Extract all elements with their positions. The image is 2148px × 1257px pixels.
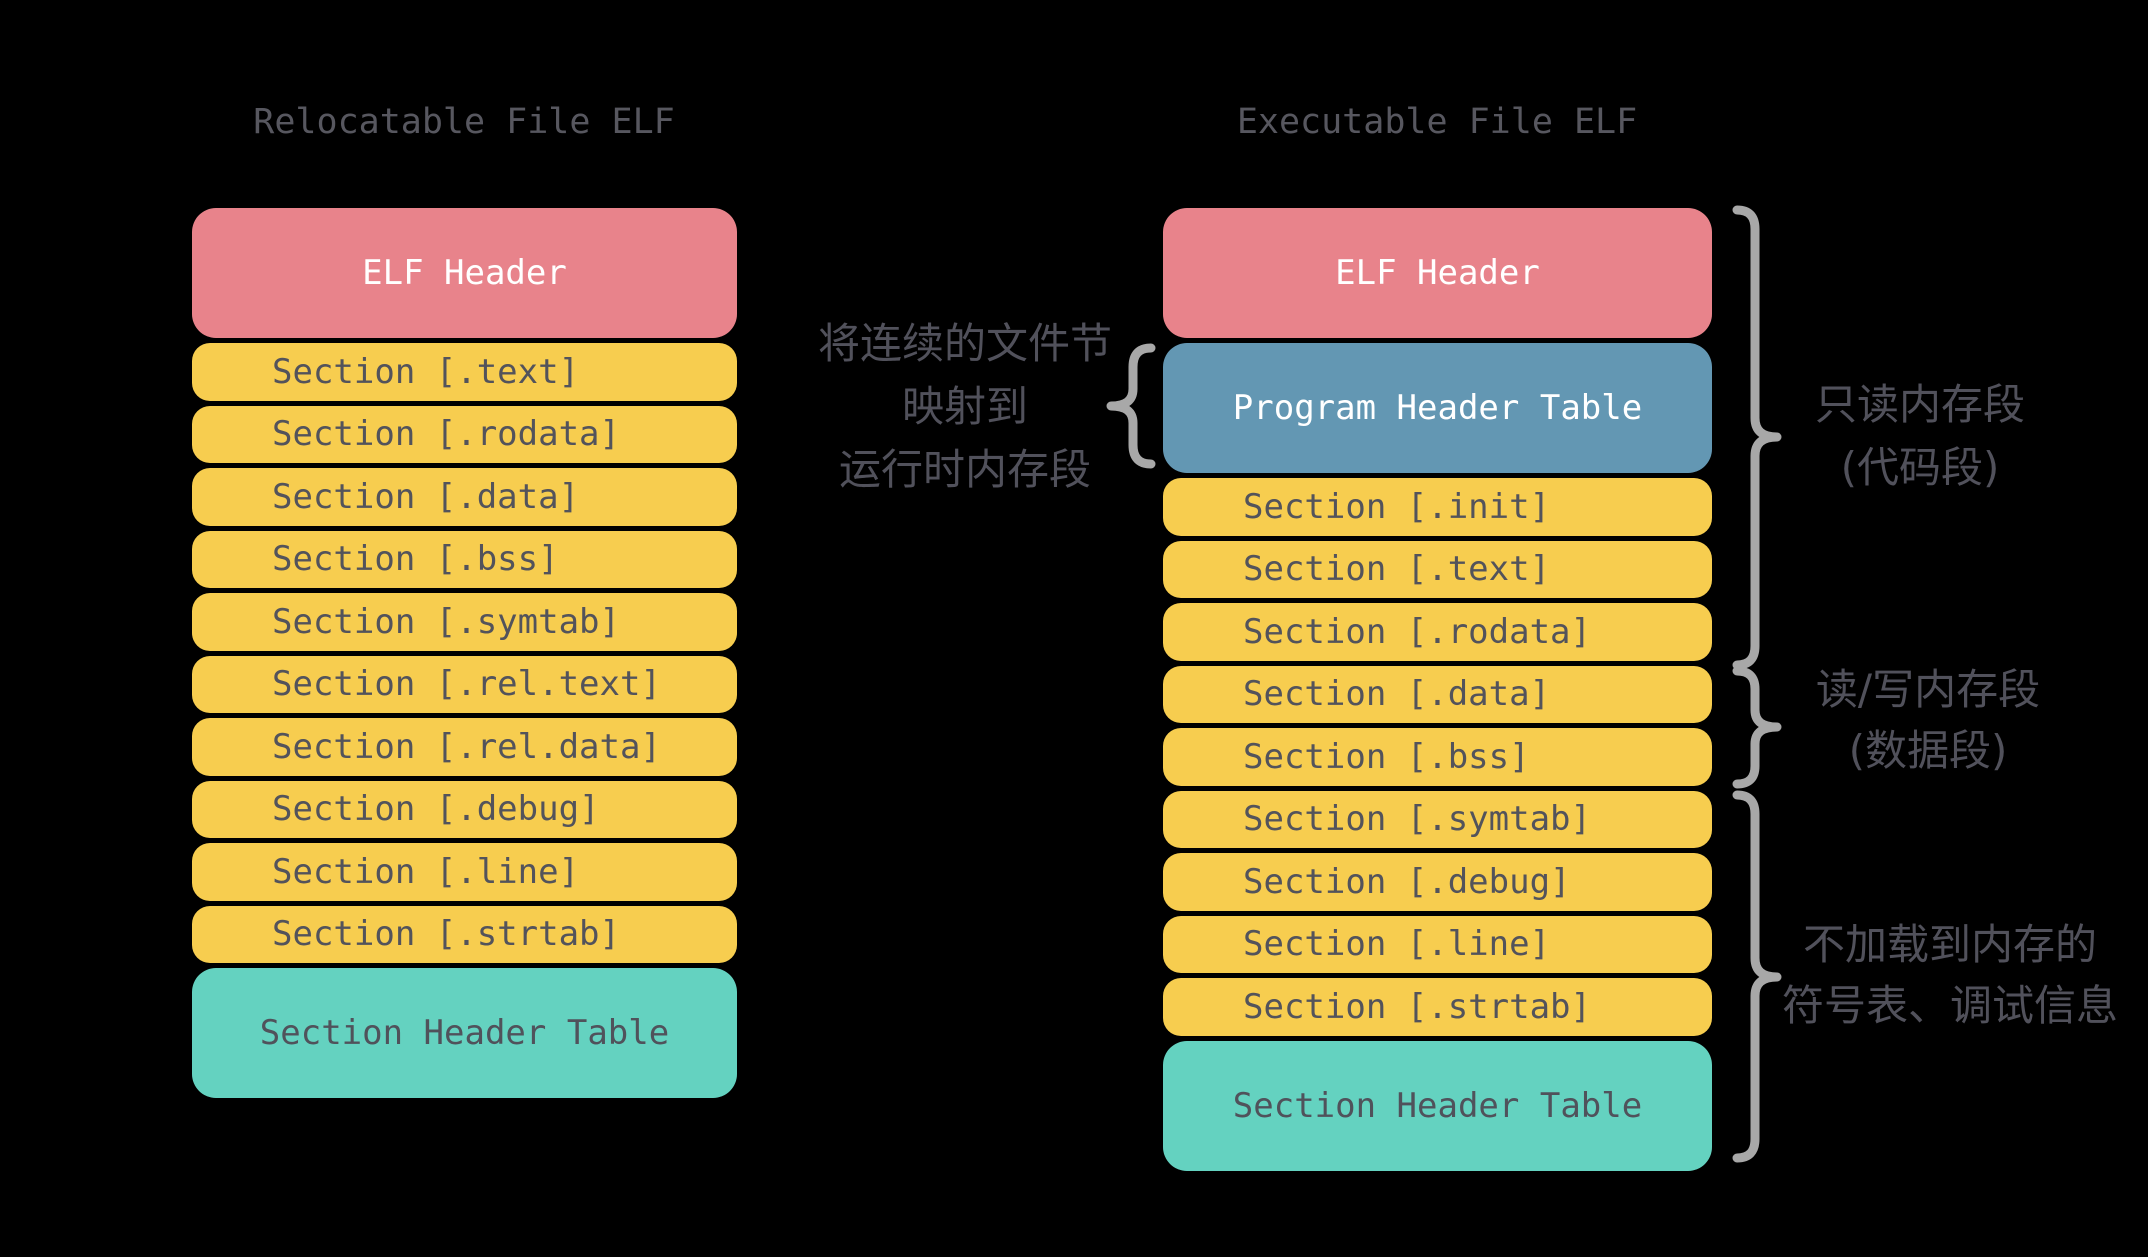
- section-init-box: Section [.init]: [1163, 478, 1712, 536]
- section-strtab-box: Section [.strtab]: [192, 905, 737, 963]
- executable-elf-column: ELF Header Program Header Table Section …: [1163, 208, 1712, 1171]
- mapping-annotation-line: 映射到: [901, 382, 1029, 431]
- noload-segment-label-line: 符号表、调试信息: [1781, 981, 2119, 1030]
- section-symtab-box: Section [.symtab]: [1163, 790, 1712, 848]
- readwrite-segment-label-line: 读/写内存段: [1815, 665, 2041, 714]
- section-bss-box: Section [.bss]: [1163, 728, 1712, 786]
- section-rel-data-box: Section [.rel.data]: [192, 718, 737, 776]
- left-diagram-title: Relocatable File ELF: [253, 102, 675, 142]
- mapping-annotation-line: 将连续的文件节: [817, 319, 1113, 368]
- noload-segment-brace-icon: [1732, 790, 1782, 1163]
- section-symtab-box: Section [.symtab]: [192, 593, 737, 651]
- section-debug-box: Section [.debug]: [1163, 853, 1712, 911]
- section-data-box: Section [.data]: [1163, 665, 1712, 723]
- section-bss-box: Section [.bss]: [192, 530, 737, 588]
- section-rodata-box: Section [.rodata]: [1163, 603, 1712, 661]
- right-diagram-title: Executable File ELF: [1236, 102, 1638, 142]
- section-rodata-box: Section [.rodata]: [192, 405, 737, 463]
- readonly-segment-label: 只读内存段 (代码段): [1815, 373, 2025, 499]
- mapping-annotation: 将连续的文件节 映射到 运行时内存段: [818, 312, 1112, 501]
- section-line-box: Section [.line]: [1163, 915, 1712, 973]
- section-header-table-box: Section Header Table: [1163, 1040, 1712, 1171]
- program-header-table-box: Program Header Table: [1163, 343, 1712, 473]
- section-text-box: Section [.text]: [192, 343, 737, 401]
- noload-segment-label: 不加载到内存的 符号表、调试信息: [1782, 914, 2118, 1036]
- mapping-brace-icon: [1106, 343, 1156, 469]
- noload-segment-label-line: 不加载到内存的: [1802, 920, 2098, 969]
- section-rel-text-box: Section [.rel.text]: [192, 655, 737, 713]
- relocatable-elf-column: ELF Header Section [.text] Section [.rod…: [192, 208, 737, 1098]
- elf-header-box: ELF Header: [192, 208, 737, 338]
- section-data-box: Section [.data]: [192, 468, 737, 526]
- readwrite-segment-label-line: (数据段): [1848, 726, 2008, 775]
- section-strtab-box: Section [.strtab]: [1163, 978, 1712, 1036]
- section-debug-box: Section [.debug]: [192, 780, 737, 838]
- readonly-segment-brace-icon: [1732, 205, 1782, 670]
- section-text-box: Section [.text]: [1163, 540, 1712, 598]
- section-header-table-box: Section Header Table: [192, 968, 737, 1098]
- elf-header-box: ELF Header: [1163, 208, 1712, 338]
- readonly-segment-label-line: 只读内存段: [1814, 380, 2026, 429]
- readwrite-segment-brace-icon: [1732, 666, 1782, 789]
- section-line-box: Section [.line]: [192, 843, 737, 901]
- mapping-annotation-line: 运行时内存段: [838, 445, 1092, 494]
- readwrite-segment-label: 读/写内存段 (数据段): [1816, 659, 2040, 781]
- readonly-segment-label-line: (代码段): [1840, 443, 2000, 492]
